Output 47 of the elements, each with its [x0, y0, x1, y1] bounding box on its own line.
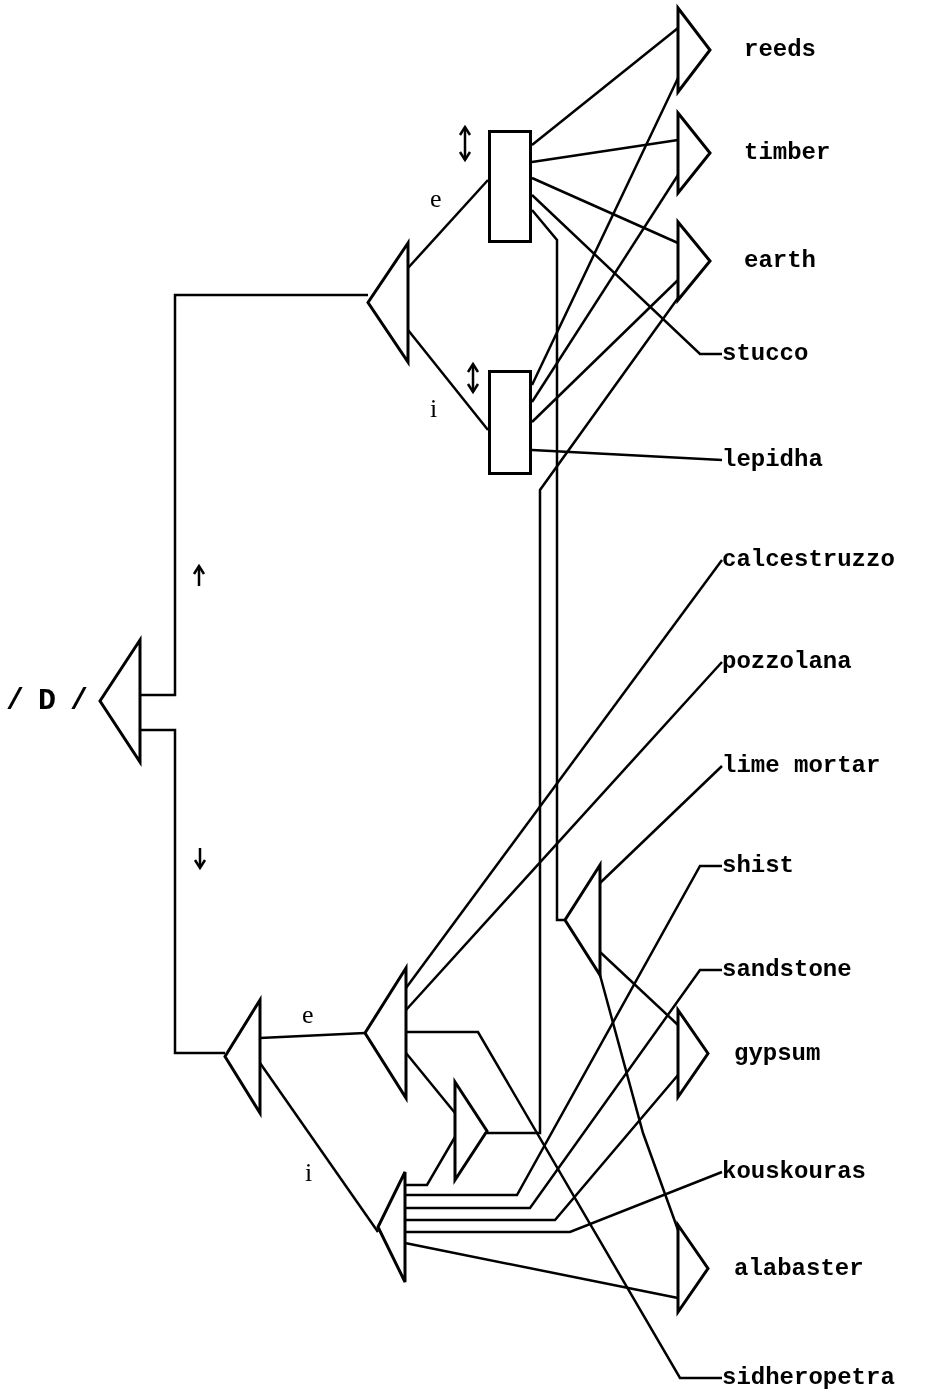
connector-line: [405, 1052, 456, 1114]
material-label: pozzolana: [722, 648, 852, 676]
edge-label: e: [430, 186, 442, 212]
connector-line: [406, 1030, 722, 1380]
connector-line: [487, 297, 679, 1135]
material-label: sidheropetra: [722, 1364, 895, 1392]
material-label: timber: [744, 139, 831, 167]
edge-label: e: [302, 1002, 314, 1028]
connector-line: [530, 77, 680, 386]
connector-line: [405, 1074, 679, 1222]
connector-line: [599, 765, 723, 884]
connector-line: [259, 1031, 366, 1040]
connector-line: [405, 661, 723, 1011]
connector-line: [404, 1241, 679, 1300]
material-label: calcestruzzo: [722, 546, 895, 574]
material-label: stucco: [722, 340, 809, 368]
connector-line: [405, 559, 723, 989]
material-label: kouskouras: [722, 1158, 867, 1186]
connector-line: [531, 448, 723, 462]
connector-line: [531, 209, 565, 922]
connector-line: [599, 951, 679, 1026]
material-label: sandstone: [722, 956, 852, 984]
connector-line: [531, 176, 679, 245]
material-label: earth: [744, 247, 816, 275]
symbol-label: / D /: [6, 685, 86, 717]
material-label: gypsum: [734, 1039, 821, 1068]
material-label: alabaster: [734, 1254, 864, 1283]
material-label: lime mortar: [722, 752, 881, 780]
connector-line: [140, 728, 225, 1055]
connector-line: [407, 179, 489, 269]
connector-line: [531, 194, 722, 356]
connector-line: [140, 293, 368, 697]
connector-line: [405, 1170, 723, 1234]
connector-line: [405, 864, 722, 1197]
connector-line: [405, 968, 722, 1210]
connector-line: [598, 974, 680, 1231]
edge-label: i: [430, 396, 438, 422]
material-label: shist: [722, 852, 794, 880]
connector-line: [531, 138, 679, 164]
connector-line: [531, 27, 679, 146]
connector-line: [530, 174, 680, 403]
material-label: reeds: [744, 36, 816, 64]
connector-line: [407, 329, 489, 431]
edge-label: i: [305, 1160, 313, 1186]
connector-line: [531, 279, 679, 423]
connector-line: [405, 1136, 457, 1187]
material-label: lepidha: [722, 446, 823, 474]
